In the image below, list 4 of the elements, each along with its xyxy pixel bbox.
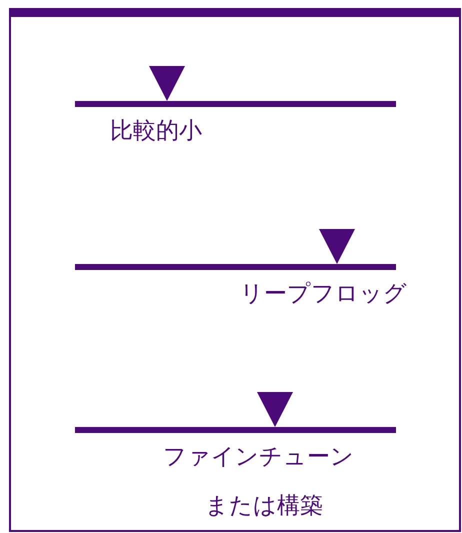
level-label: ファインチューン: [163, 443, 354, 472]
level-label: リープフロッグ: [240, 280, 407, 309]
level-label: 比較的小: [110, 117, 202, 146]
level-label: または構築: [205, 492, 323, 521]
